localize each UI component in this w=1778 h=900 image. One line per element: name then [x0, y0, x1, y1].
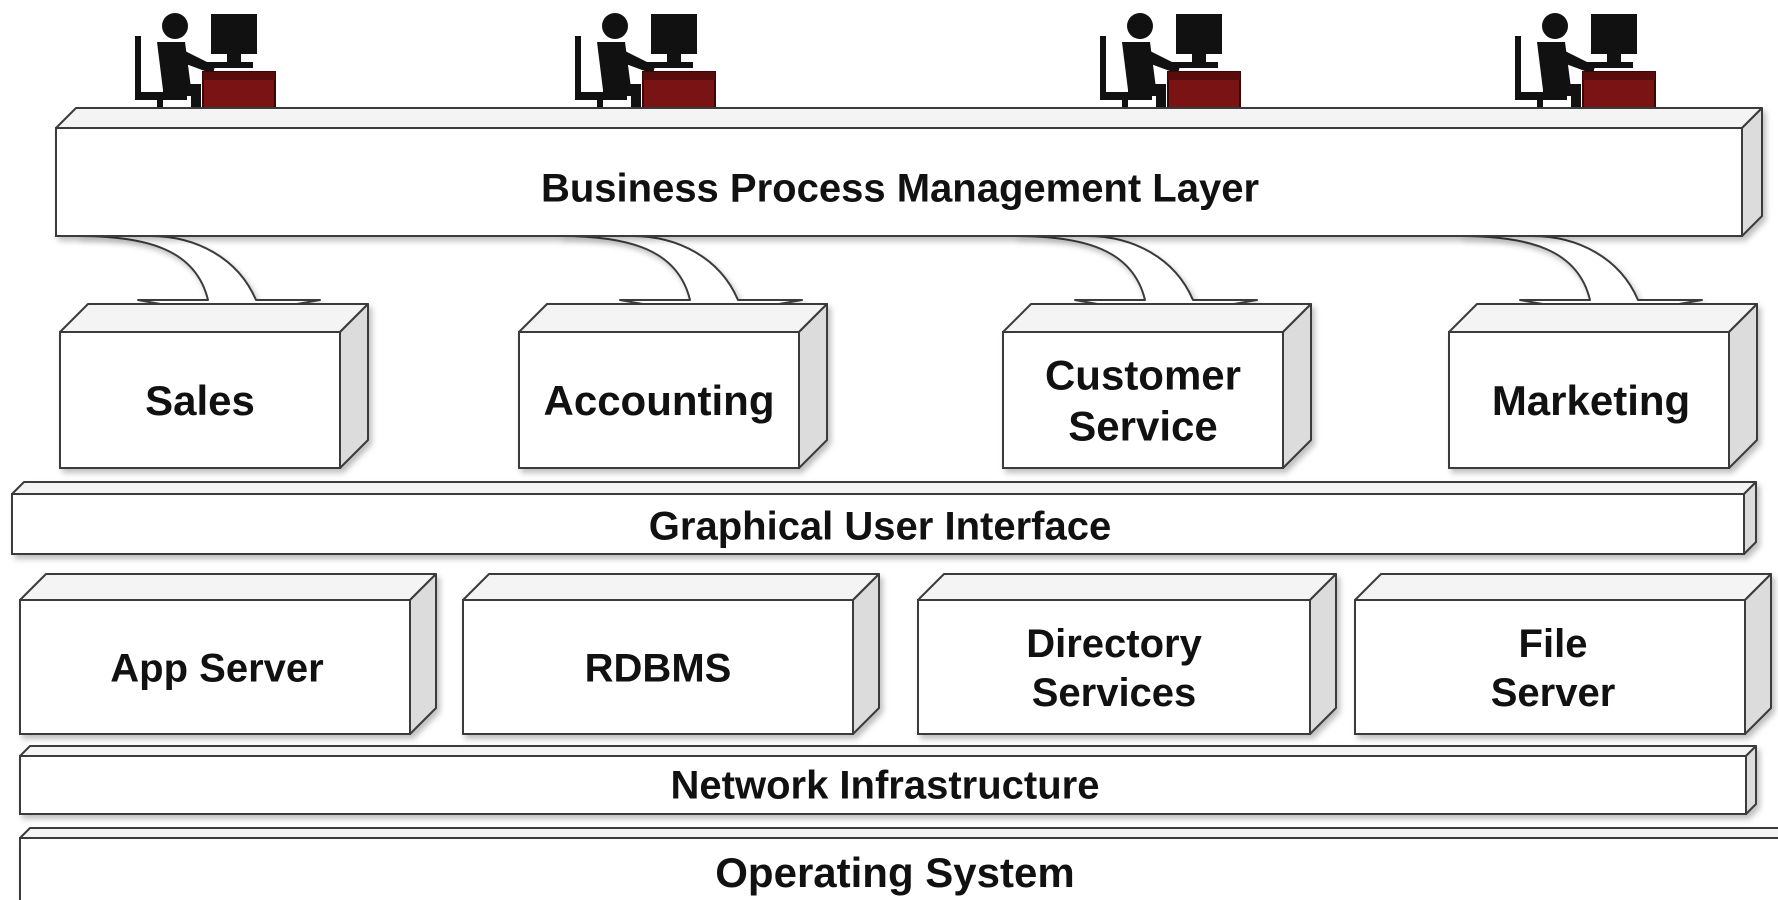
- infrastructure-box-rdbms: [462, 573, 880, 735]
- os-layer: [19, 827, 1778, 900]
- infrastructure-label-line: Directory: [1026, 622, 1202, 666]
- network-layer-label: Network Infrastructure: [671, 763, 1100, 807]
- department-label-line: Accounting: [544, 377, 775, 424]
- department-label: Sales: [145, 377, 255, 424]
- gui-layer-label: Graphical User Interface: [649, 504, 1111, 548]
- infrastructure-box-app server: [19, 573, 437, 735]
- infrastructure-label-line: Server: [1491, 671, 1616, 715]
- department-label: Accounting: [544, 377, 775, 424]
- os-layer-label: Operating System: [715, 849, 1074, 896]
- infrastructure-label: App Server: [110, 646, 323, 690]
- infrastructure-box-file-server: [1354, 573, 1772, 735]
- department-box-accounting: [518, 303, 828, 469]
- infrastructure-label-line: Services: [1032, 671, 1197, 715]
- department-label-line: Service: [1068, 403, 1217, 450]
- infrastructure-label: RDBMS: [585, 646, 732, 690]
- infrastructure-box-directory-services: [917, 573, 1337, 735]
- department-box-marketing: [1448, 303, 1758, 469]
- gui-layer: [11, 481, 1757, 555]
- department-box-sales: [59, 303, 369, 469]
- department-label-line: Marketing: [1492, 377, 1690, 424]
- infrastructure-label-line: App Server: [110, 646, 323, 690]
- department-label: Marketing: [1492, 377, 1690, 424]
- network-layer: [19, 745, 1757, 815]
- infrastructure-label-line: RDBMS: [585, 646, 732, 690]
- department-box-customer-service: [1002, 303, 1312, 469]
- department-label-line: Sales: [145, 377, 255, 424]
- bpm-layer: [55, 107, 1763, 237]
- infrastructure-label-line: File: [1519, 622, 1588, 666]
- bpm-layer-label: Business Process Management Layer: [541, 166, 1259, 210]
- user-at-workstation-icon: [1515, 13, 1656, 138]
- department-label-line: Customer: [1045, 352, 1241, 399]
